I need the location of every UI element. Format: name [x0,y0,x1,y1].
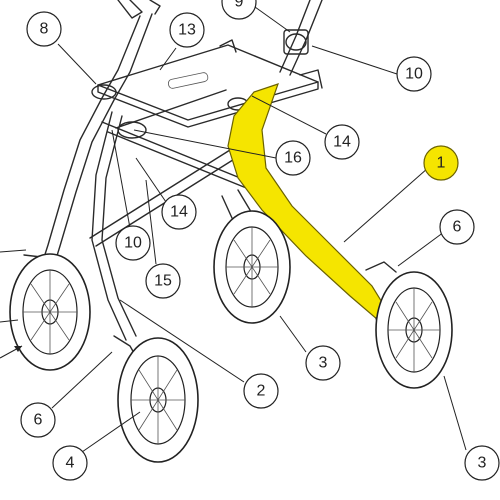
callout-label: 9 [235,0,244,11]
callout-8: 8 [26,11,62,47]
wheel-front-left [117,337,199,463]
callout-label: 14 [333,134,351,151]
callout-13: 13 [169,12,205,48]
callout-label: 2 [257,383,266,400]
callout-3-middle: 3 [305,345,341,381]
callout-10-bottom: 10 [115,225,151,261]
rollator-frame [23,0,397,361]
callout-15: 15 [145,263,181,299]
callout-label: 15 [154,273,172,290]
wheel-rear-right [213,210,291,324]
callout-14-left: 14 [161,194,197,230]
leader-lines [51,6,467,453]
callout-4: 4 [52,445,88,481]
callout-6-left: 6 [20,402,56,438]
callout-10-top: 10 [396,56,432,92]
callout-label: 8 [40,21,49,38]
callout-9: 9 [221,0,257,20]
callout-label: 10 [124,235,142,252]
arrow-marker [14,346,22,352]
callout-label: 3 [478,455,487,472]
wheel-rear-left [9,253,91,371]
callout-6-right: 6 [439,209,475,245]
callout-label: 16 [284,150,302,167]
callout-label: 13 [178,22,196,39]
callout-label: 3 [319,355,328,372]
callout-16: 16 [275,140,311,176]
callout-label: 6 [453,219,462,236]
callout-14-right: 14 [324,124,360,160]
callout-label: 10 [405,66,423,83]
callout-label: 14 [170,204,188,221]
wheel-front-right [375,271,453,389]
callout-1-highlight: 1 [423,145,459,181]
callout-3-right: 3 [464,445,500,481]
callout-label: 1 [437,155,446,172]
callout-label: 6 [34,412,43,429]
callout-2: 2 [243,373,279,409]
callout-label: 4 [66,455,75,472]
